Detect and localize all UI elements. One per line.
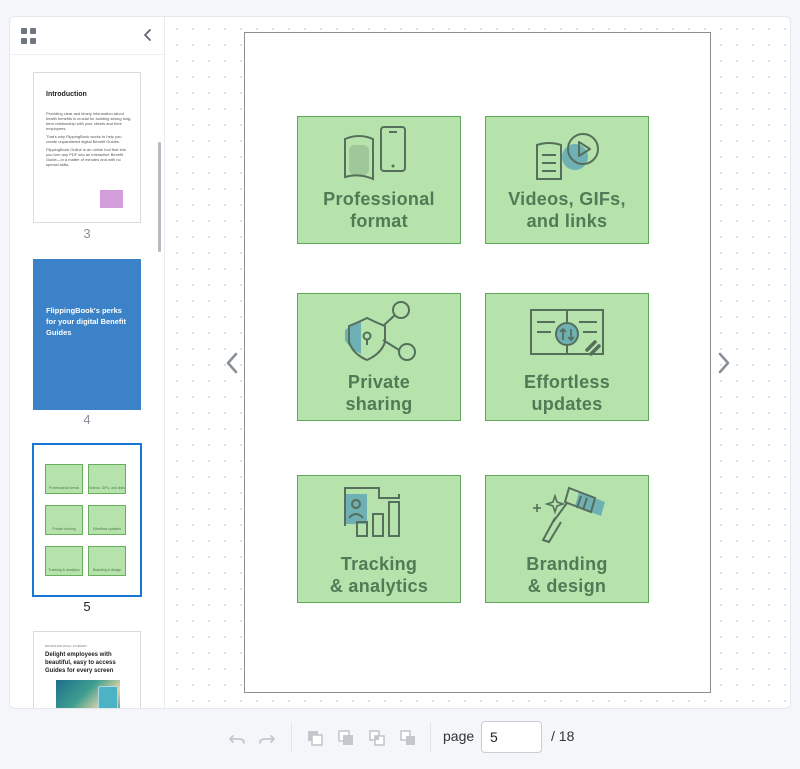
thumbnail-page-5[interactable]: Professional format Videos, GIFs, and li… — [32, 443, 142, 597]
shield-share-icon — [345, 301, 416, 362]
page-label: page — [443, 728, 475, 744]
total-pages: / 18 — [551, 728, 575, 744]
feature-tile-tracking-analytics: Tracking & analytics — [297, 475, 461, 603]
thumbnail-sidebar: Introduction Providing clear and timely … — [10, 17, 165, 708]
thumbnail-tile-label: Effortless updates — [93, 527, 121, 531]
thumbnail-tile-label: Videos, GIFs, and links — [89, 486, 125, 490]
collapse-sidebar-icon[interactable] — [138, 25, 158, 45]
thumbnail-tile: Branding & design — [88, 546, 126, 576]
thumbnail-title: Delight employees with beautiful, easy t… — [45, 652, 116, 674]
thumbnail-tile: Effortless updates — [88, 505, 126, 535]
paint-roller-icon — [533, 486, 605, 544]
bring-forward-icon[interactable] — [302, 725, 328, 751]
redo-icon[interactable] — [254, 725, 280, 751]
next-page-icon[interactable] — [715, 350, 733, 376]
toolbar-divider — [430, 722, 431, 752]
feature-tile-label: Videos, GIFs, — [508, 189, 626, 209]
thumbnail-tile: Professional format — [45, 464, 83, 494]
thumbnail-paragraph: FlippingBook Online is an online tool th… — [46, 147, 126, 167]
thumbnail-tile: Videos, GIFs, and links — [88, 464, 126, 494]
thumbnail-page-6[interactable]: PROFESSIONAL FORMAT Delight employees wi… — [33, 631, 141, 708]
thumbnail-page-4[interactable]: FlippingBook's perks for your digital Be… — [33, 259, 141, 410]
sidebar-scrollbar[interactable] — [158, 142, 161, 252]
feature-tile-label: format — [350, 211, 408, 231]
thumbnail-tile: Private sharing — [45, 505, 83, 535]
sidebar-header — [10, 17, 164, 55]
bring-to-front-icon[interactable] — [364, 725, 390, 751]
app-frame: Introduction Providing clear and timely … — [9, 16, 791, 709]
thumbnail-number: 4 — [83, 412, 91, 427]
feature-tile-private-sharing: Private sharing — [297, 293, 461, 421]
page-number-input[interactable] — [481, 721, 542, 753]
feature-tile-label: Professional — [323, 189, 435, 209]
thumbnail-page-3[interactable]: Introduction Providing clear and timely … — [33, 72, 141, 223]
play-video-icon — [536, 133, 599, 180]
feature-tile-label: Tracking — [340, 554, 418, 574]
bottom-toolbar: page / 18 — [0, 709, 800, 769]
thumbnail-tile-label: Professional format — [48, 486, 80, 490]
feature-tile-label: updates — [531, 394, 603, 414]
thumbnail-tile-label: Tracking & analytics — [48, 568, 80, 572]
feature-tile-label: sharing — [345, 394, 413, 414]
feature-tile-label: & design — [527, 576, 607, 596]
feature-tile-videos: Videos, GIFs, and links — [485, 116, 649, 244]
thumbnail-phone-image — [98, 686, 118, 708]
thumbnail-tile: Tracking & analytics — [45, 546, 83, 576]
feature-tile-effortless-updates: Effortless updates — [485, 293, 649, 421]
toolbar-divider — [291, 722, 292, 752]
thumbnail-decoration — [100, 190, 123, 208]
feature-tile-professional-format: Professional format — [297, 116, 461, 244]
send-to-back-icon[interactable] — [395, 725, 421, 751]
undo-icon[interactable] — [224, 725, 250, 751]
feature-tile-label: and links — [526, 211, 608, 231]
thumbnail-tile-label: Private sharing — [52, 527, 76, 531]
thumbnail-title: FlippingBook's perks for your digital Be… — [46, 306, 127, 337]
document-page: Professional format Videos, GIFs, and li… — [244, 32, 711, 693]
thumbnail-title: Introduction — [46, 91, 87, 98]
thumbnail-text: Providing clear and timely information a… — [46, 111, 132, 170]
thumbnail-number: 5 — [83, 599, 91, 614]
grid-view-icon[interactable] — [21, 28, 37, 44]
thumbnail-paragraph: That's why FlippingBook works to help yo… — [46, 134, 122, 144]
book-phone-icon — [344, 126, 406, 181]
thumbnail-category: PROFESSIONAL FORMAT — [45, 644, 88, 648]
feature-tile-label: Effortless — [523, 372, 611, 392]
feature-tile-branding-design: Branding & design — [485, 475, 649, 603]
feature-tile-label: & analytics — [329, 576, 429, 596]
book-update-icon — [530, 309, 604, 356]
page-viewer: Professional format Videos, GIFs, and li… — [165, 17, 790, 708]
send-backward-icon[interactable] — [333, 725, 359, 751]
thumbnail-paragraph: Providing clear and timely information a… — [46, 111, 132, 131]
thumbnail-tile-label: Branding & design — [92, 568, 122, 572]
feature-tile-label: Private — [347, 372, 411, 392]
analytics-chart-icon — [344, 487, 400, 537]
previous-page-icon[interactable] — [223, 350, 241, 376]
feature-tile-label: Branding — [526, 554, 608, 574]
thumbnail-number: 3 — [83, 226, 91, 241]
